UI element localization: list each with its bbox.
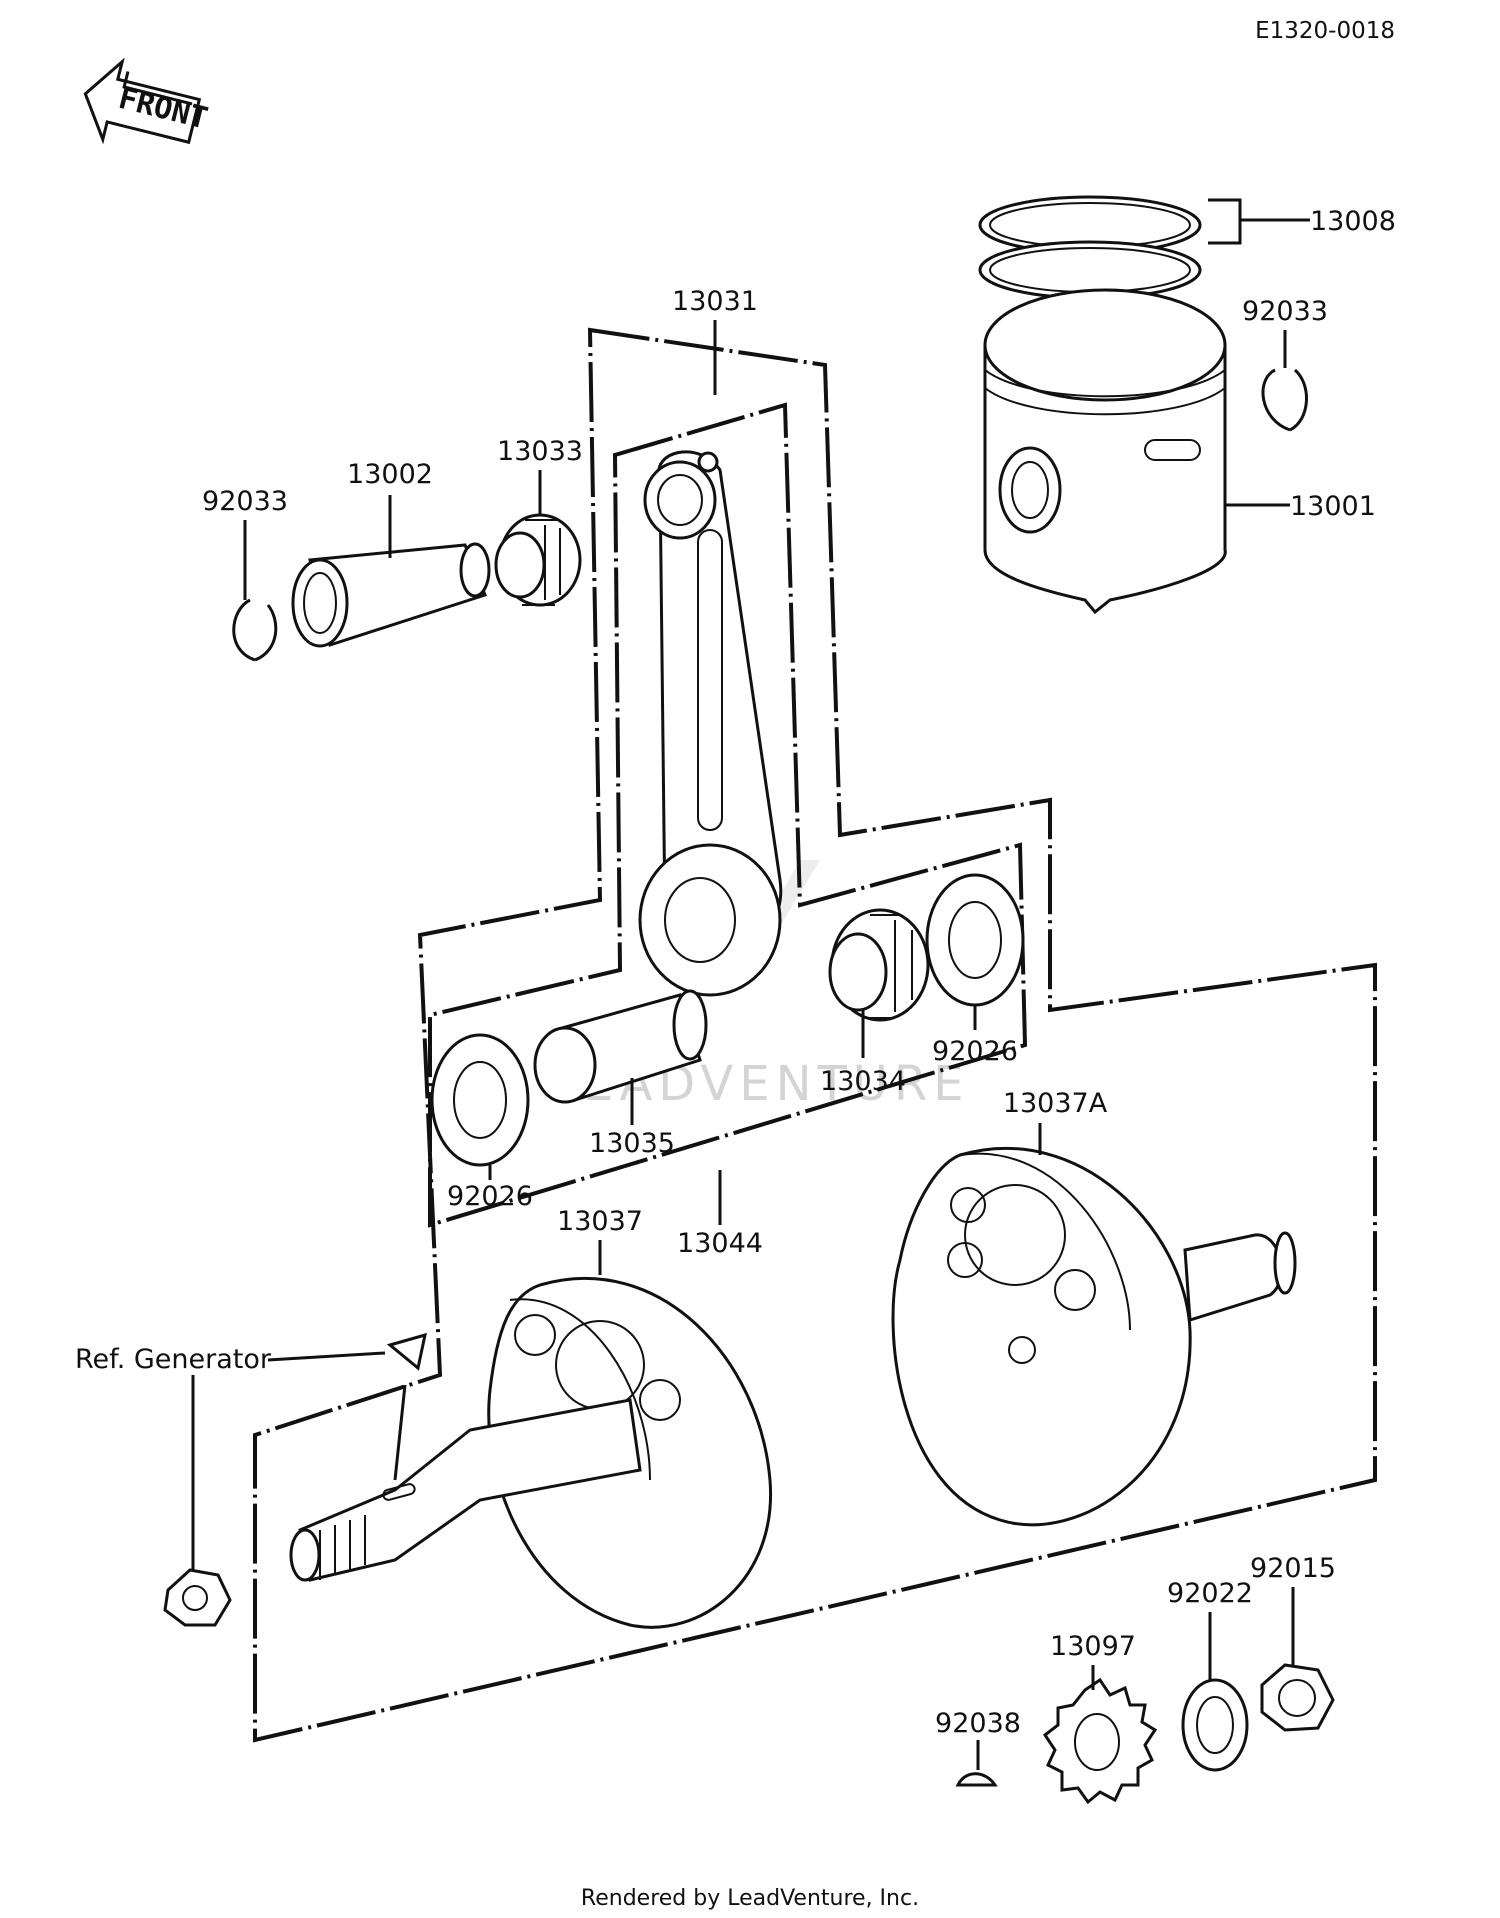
needle-bearing-big-end-icon xyxy=(828,908,930,1022)
label-ref-generator: Ref. Generator xyxy=(75,1344,272,1375)
label-13097: 13097 xyxy=(1050,1631,1136,1662)
label-92026-right: 92026 xyxy=(932,1036,1018,1067)
label-92038: 92038 xyxy=(935,1708,1021,1739)
lock-washer-icon xyxy=(1181,1678,1249,1772)
label-13037: 13037 xyxy=(557,1206,643,1237)
label-92015: 92015 xyxy=(1250,1553,1336,1584)
label-13008: 13008 xyxy=(1310,206,1396,237)
label-13002: 13002 xyxy=(347,459,433,490)
key-92038-icon xyxy=(955,1772,998,1787)
label-92022: 92022 xyxy=(1167,1578,1253,1609)
diagram-code: E1320-0018 xyxy=(1255,18,1395,44)
footer-credit: Rendered by LeadVenture, Inc. xyxy=(581,1886,919,1911)
label-92033-left: 92033 xyxy=(202,486,288,517)
connecting-rod-icon xyxy=(638,450,783,997)
label-13034: 13034 xyxy=(820,1066,906,1097)
label-13044: 13044 xyxy=(677,1228,763,1259)
piston-pin-icon xyxy=(291,542,491,648)
label-13033: 13033 xyxy=(497,436,583,467)
nut-92015-icon xyxy=(1260,1663,1335,1732)
sprocket-icon xyxy=(1042,1677,1158,1805)
label-13037A: 13037A xyxy=(1003,1088,1108,1119)
crank-flywheel-right-icon xyxy=(891,1147,1297,1527)
front-arrow-icon xyxy=(83,57,202,145)
label-92033-right: 92033 xyxy=(1242,296,1328,327)
nut-generator-side-icon xyxy=(163,1568,232,1627)
thrust-washer-left-icon xyxy=(430,1033,530,1167)
crank-pin-icon xyxy=(533,989,708,1104)
label-13031: 13031 xyxy=(672,286,758,317)
label-92026-left: 92026 xyxy=(447,1181,533,1212)
label-13035: 13035 xyxy=(589,1128,675,1159)
crank-flywheel-left-icon xyxy=(289,1277,773,1629)
boundary-13044 xyxy=(253,327,1377,1743)
needle-bearing-small-end-icon xyxy=(494,513,582,607)
woodruff-key-icon xyxy=(386,1332,427,1371)
boundary-13031 xyxy=(428,402,1028,1228)
piston-icon xyxy=(983,288,1227,615)
circlip-right-icon xyxy=(1261,368,1308,432)
circlip-left-icon xyxy=(232,598,278,662)
piston-rings-icon xyxy=(978,195,1202,300)
label-13001: 13001 xyxy=(1290,491,1376,522)
thrust-washer-right-icon xyxy=(925,873,1025,1007)
